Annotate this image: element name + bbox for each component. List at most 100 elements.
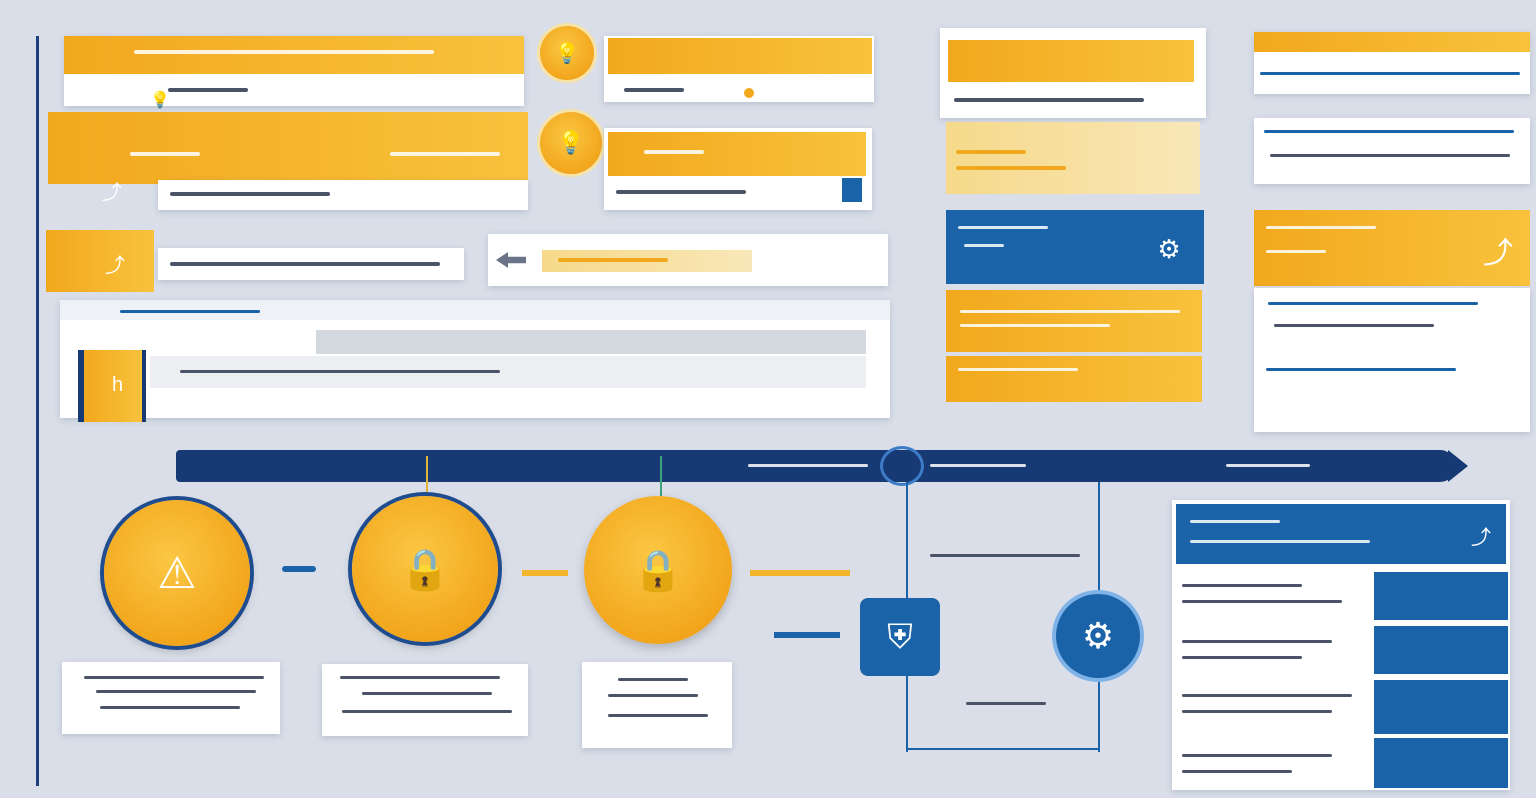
bottom-caption-2-bar-a [340,676,500,679]
panel-row-4-tag[interactable] [1374,738,1508,788]
blue-gear-circle[interactable]: ⚙ [1056,594,1140,678]
far-right-card-2-bar-a [1264,130,1514,133]
panel-header-bar-a [1190,520,1280,523]
lock-icon: 🔒 [633,548,683,593]
dash-2 [522,570,568,576]
panel-row-3-text [1182,694,1352,697]
right-card-3-bar-b [964,244,1004,247]
center-caption-bar [930,554,1080,557]
wide-table-column-bar [316,330,866,354]
bottom-caption-1-bar-b [96,690,256,693]
mid-card-3[interactable] [488,234,888,286]
bottom-caption-3-bar-c [608,714,708,717]
right-card-4[interactable] [946,290,1202,352]
stack-circle[interactable]: 🔒 [352,496,498,642]
share-icon-3: ⤴ [1483,237,1513,270]
mid-card-1-header [608,38,872,74]
card-3-text-bar [170,262,440,266]
far-right-card-4-bar-a [1268,302,1478,305]
mid-card-1[interactable] [604,36,874,102]
wide-table-card[interactable] [60,300,890,418]
bulb-circle-top: 💡 [540,26,594,80]
right-card-3[interactable]: ⚙ [946,210,1204,284]
wide-table-row-text [180,370,500,373]
dash-1 [282,566,316,572]
card-2-text-bar [170,192,330,196]
connector-bottom [906,748,1100,750]
panel-row-4-text-b [1182,770,1292,773]
top-card-1[interactable]: 💡 [64,36,524,109]
mid-card-2[interactable] [604,128,872,210]
timeline-label-3 [1226,464,1310,467]
gear-icon: ⚙ [1157,233,1181,264]
far-right-card-4-bar-c [1266,368,1456,371]
far-right-card-3-bar-a [1266,226,1376,229]
lightbulb-icon-2: 💡 [554,42,580,65]
bottom-caption-1-bar-c [100,706,240,709]
dash-3 [750,570,850,576]
far-right-card-4-bar-b [1274,324,1434,327]
right-card-3-bar-a [958,226,1048,229]
bottom-caption-1 [62,662,280,734]
bottom-right-panel[interactable]: ⤴ [1172,500,1510,790]
mid-card-1-text-bar [624,88,684,92]
bottom-caption-3-bar-b [608,694,698,697]
right-card-4-bar-b [960,324,1110,327]
right-card-5-bar [958,368,1078,371]
panel-row-2-tag[interactable] [1374,626,1508,674]
warning-circle[interactable]: ⚠ [104,500,250,646]
bottom-caption-1-bar-a [84,676,264,679]
timeline-label-1 [748,464,868,467]
card-2-body[interactable] [158,180,528,210]
share-icon-4: ⤴ [1471,526,1491,549]
left-guide-line [36,36,39,786]
far-right-card-4[interactable] [1254,288,1530,432]
bottom-caption-2-bar-c [342,710,512,713]
far-right-card-3-bar-b [1266,250,1326,253]
bottom-caption-3 [582,662,732,748]
panel-row-3-tag[interactable] [1374,680,1508,734]
right-card-2[interactable] [946,122,1200,194]
card-3-body[interactable] [158,248,464,280]
mid-card-1-marker [744,88,754,98]
far-right-card-1-header [1254,32,1530,52]
top-card-1-title-bar [134,50,434,54]
lightbulb-icon: 💡 [150,92,170,109]
right-card-2-bar-a [956,150,1026,154]
mid-card-2-text-bar [616,190,746,194]
bulb-circle-mid: 💡 [540,112,602,174]
right-card-1-text-bar [954,98,1144,102]
right-card-1[interactable] [940,28,1206,118]
dash-4 [774,632,840,638]
far-right-card-3[interactable]: ⤴ [1254,210,1530,286]
warning-icon: ⚠ [157,548,197,598]
share-icon: ⤴ [102,181,122,204]
right-card-5[interactable] [946,356,1202,402]
center-caption-bar-b [966,702,1046,705]
wide-table-header [60,300,890,320]
bottom-right-panel-header: ⤴ [1176,504,1506,564]
arrow-left-icon [496,252,526,268]
timeline-arrow-tip [1448,450,1468,482]
lightbulb-icon-3: 💡 [557,130,585,155]
panel-row-1-tag[interactable] [1374,572,1508,620]
panel-row-2-text-b [1182,656,1302,659]
blue-shield-box[interactable]: ⛨ [860,598,940,676]
wide-table-title-bar [120,310,260,313]
panel-row-3-text-b [1182,710,1332,713]
far-right-card-2[interactable] [1254,118,1530,184]
mid-card-2-blue-tag [842,178,862,202]
ribbon-2 [48,112,528,184]
mid-card-2-header [608,132,866,176]
lock-circle[interactable]: 🔒 [584,496,732,644]
top-card-1-header [64,36,524,74]
bottom-caption-2 [322,664,528,736]
ribbon-3 [46,230,154,292]
right-card-2-bar-b [956,166,1066,170]
panel-row-2-text [1182,640,1332,643]
document-icon: h [112,374,124,396]
gear-icon-2: ⚙ [1081,615,1115,656]
timeline-node-icon [880,446,924,486]
share-icon-2: ⤴ [105,254,125,277]
far-right-card-1[interactable] [1254,32,1530,94]
